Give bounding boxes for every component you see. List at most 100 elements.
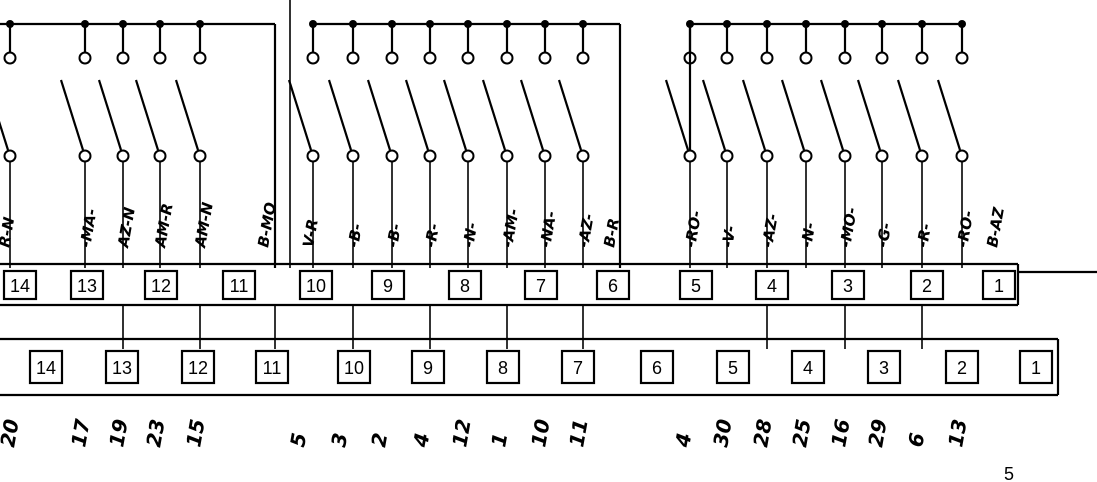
switch-blade [442, 79, 468, 151]
contact-top [915, 51, 929, 65]
wire-label: -NA- [536, 210, 560, 249]
terminal-box [447, 269, 483, 301]
terminal-number: 3 [843, 276, 853, 296]
terminal-number: 12 [188, 358, 208, 378]
terminal-box [28, 349, 64, 385]
contact-bottom [116, 149, 130, 163]
pin-number: 4 [408, 431, 434, 450]
contact-bottom [875, 149, 889, 163]
switch-blade [819, 79, 845, 151]
pin-number: 2 [366, 431, 392, 449]
terminal-number: 9 [383, 276, 393, 296]
terminal-number: 10 [306, 276, 326, 296]
terminal-box [2, 269, 38, 301]
terminal-number: 2 [922, 276, 932, 296]
terminal-box [104, 349, 140, 385]
pin-number: 6 [903, 431, 929, 449]
switch-blade [519, 79, 545, 151]
wire-label: B-R [600, 217, 623, 249]
terminal-box [909, 269, 945, 301]
terminal-number: 5 [728, 358, 738, 378]
switch-blade [664, 79, 690, 151]
contact-top [500, 51, 514, 65]
pin-number: 30 [708, 417, 736, 449]
contact-bottom [576, 149, 590, 163]
terminal-number: 14 [36, 358, 56, 378]
pin-number: 29 [863, 417, 891, 449]
terminal-number: 11 [263, 358, 282, 378]
contact-bottom [500, 149, 514, 163]
switch-blade [701, 79, 727, 151]
terminal-box [410, 349, 446, 385]
contact-bottom [193, 149, 207, 163]
contact-top [538, 51, 552, 65]
terminal-box [790, 349, 826, 385]
wire-label: -MO- [836, 206, 861, 249]
terminal-box [560, 349, 596, 385]
contact-top [306, 51, 320, 65]
switch-blade [174, 79, 200, 151]
wire-label: -RO- [953, 209, 977, 249]
terminal-number: 4 [803, 358, 813, 378]
terminal-box [981, 269, 1017, 301]
contact-top [461, 51, 475, 65]
switch-blade [287, 79, 313, 151]
pin-number: 15 [181, 417, 209, 449]
contact-top [799, 51, 813, 65]
switch-blade [481, 79, 507, 151]
wire-label: R-N [0, 215, 18, 248]
contact-top [875, 51, 889, 65]
pin-number: 1 [486, 431, 512, 449]
terminal-box [754, 269, 790, 301]
wire-label: -N- [797, 221, 819, 249]
corner-mark: 5 [1004, 464, 1014, 482]
wire-label: -R- [421, 222, 443, 249]
wire-label: -B- [344, 222, 366, 249]
pin-number: 10 [526, 417, 554, 449]
wiring-lines [0, 0, 1097, 397]
contact-bottom [955, 149, 969, 163]
pin-number: 3 [326, 431, 352, 449]
wire-label: -MA- [76, 207, 100, 249]
contact-bottom [385, 149, 399, 163]
wire-label: -AZ- [574, 212, 598, 248]
wire-label: -R- [913, 222, 935, 249]
contact-bottom [760, 149, 774, 163]
terminal-number: 8 [498, 358, 508, 378]
terminal-box [254, 349, 290, 385]
wire-label: -V- [718, 224, 740, 249]
contact-bottom [538, 149, 552, 163]
terminal-number: 6 [652, 358, 662, 378]
contact-top [116, 51, 130, 65]
switch-blade [936, 79, 962, 151]
terminal-number: 7 [573, 358, 583, 378]
contact-bottom [799, 149, 813, 163]
wire-label: AM-N [191, 201, 217, 250]
terminal-box [298, 269, 334, 301]
pin-number: 4 [670, 431, 696, 450]
contact-bottom [423, 149, 437, 163]
terminal-number: 1 [1031, 358, 1041, 378]
terminal-box [523, 269, 559, 301]
contact-top [346, 51, 360, 65]
contact-bottom [720, 149, 734, 163]
contact-bottom [78, 149, 92, 163]
contact-bottom [838, 149, 852, 163]
terminal-box [69, 269, 105, 301]
terminal-number: 11 [230, 276, 249, 296]
switch-blade [366, 79, 392, 151]
switch-blade [134, 79, 160, 151]
terminal-box [639, 349, 675, 385]
terminal-box [678, 269, 714, 301]
wire-label: -AZ- [758, 212, 782, 248]
switch-blade [741, 79, 767, 151]
terminal-number: 1 [994, 276, 1004, 296]
terminal-number: 6 [608, 276, 618, 296]
wire-label: -AM- [498, 207, 522, 249]
terminal-box [1018, 349, 1054, 385]
pin-number: 11 [564, 417, 592, 449]
contact-bottom [3, 149, 17, 163]
switch-blade [780, 79, 806, 151]
pin-number: 25 [787, 417, 815, 449]
